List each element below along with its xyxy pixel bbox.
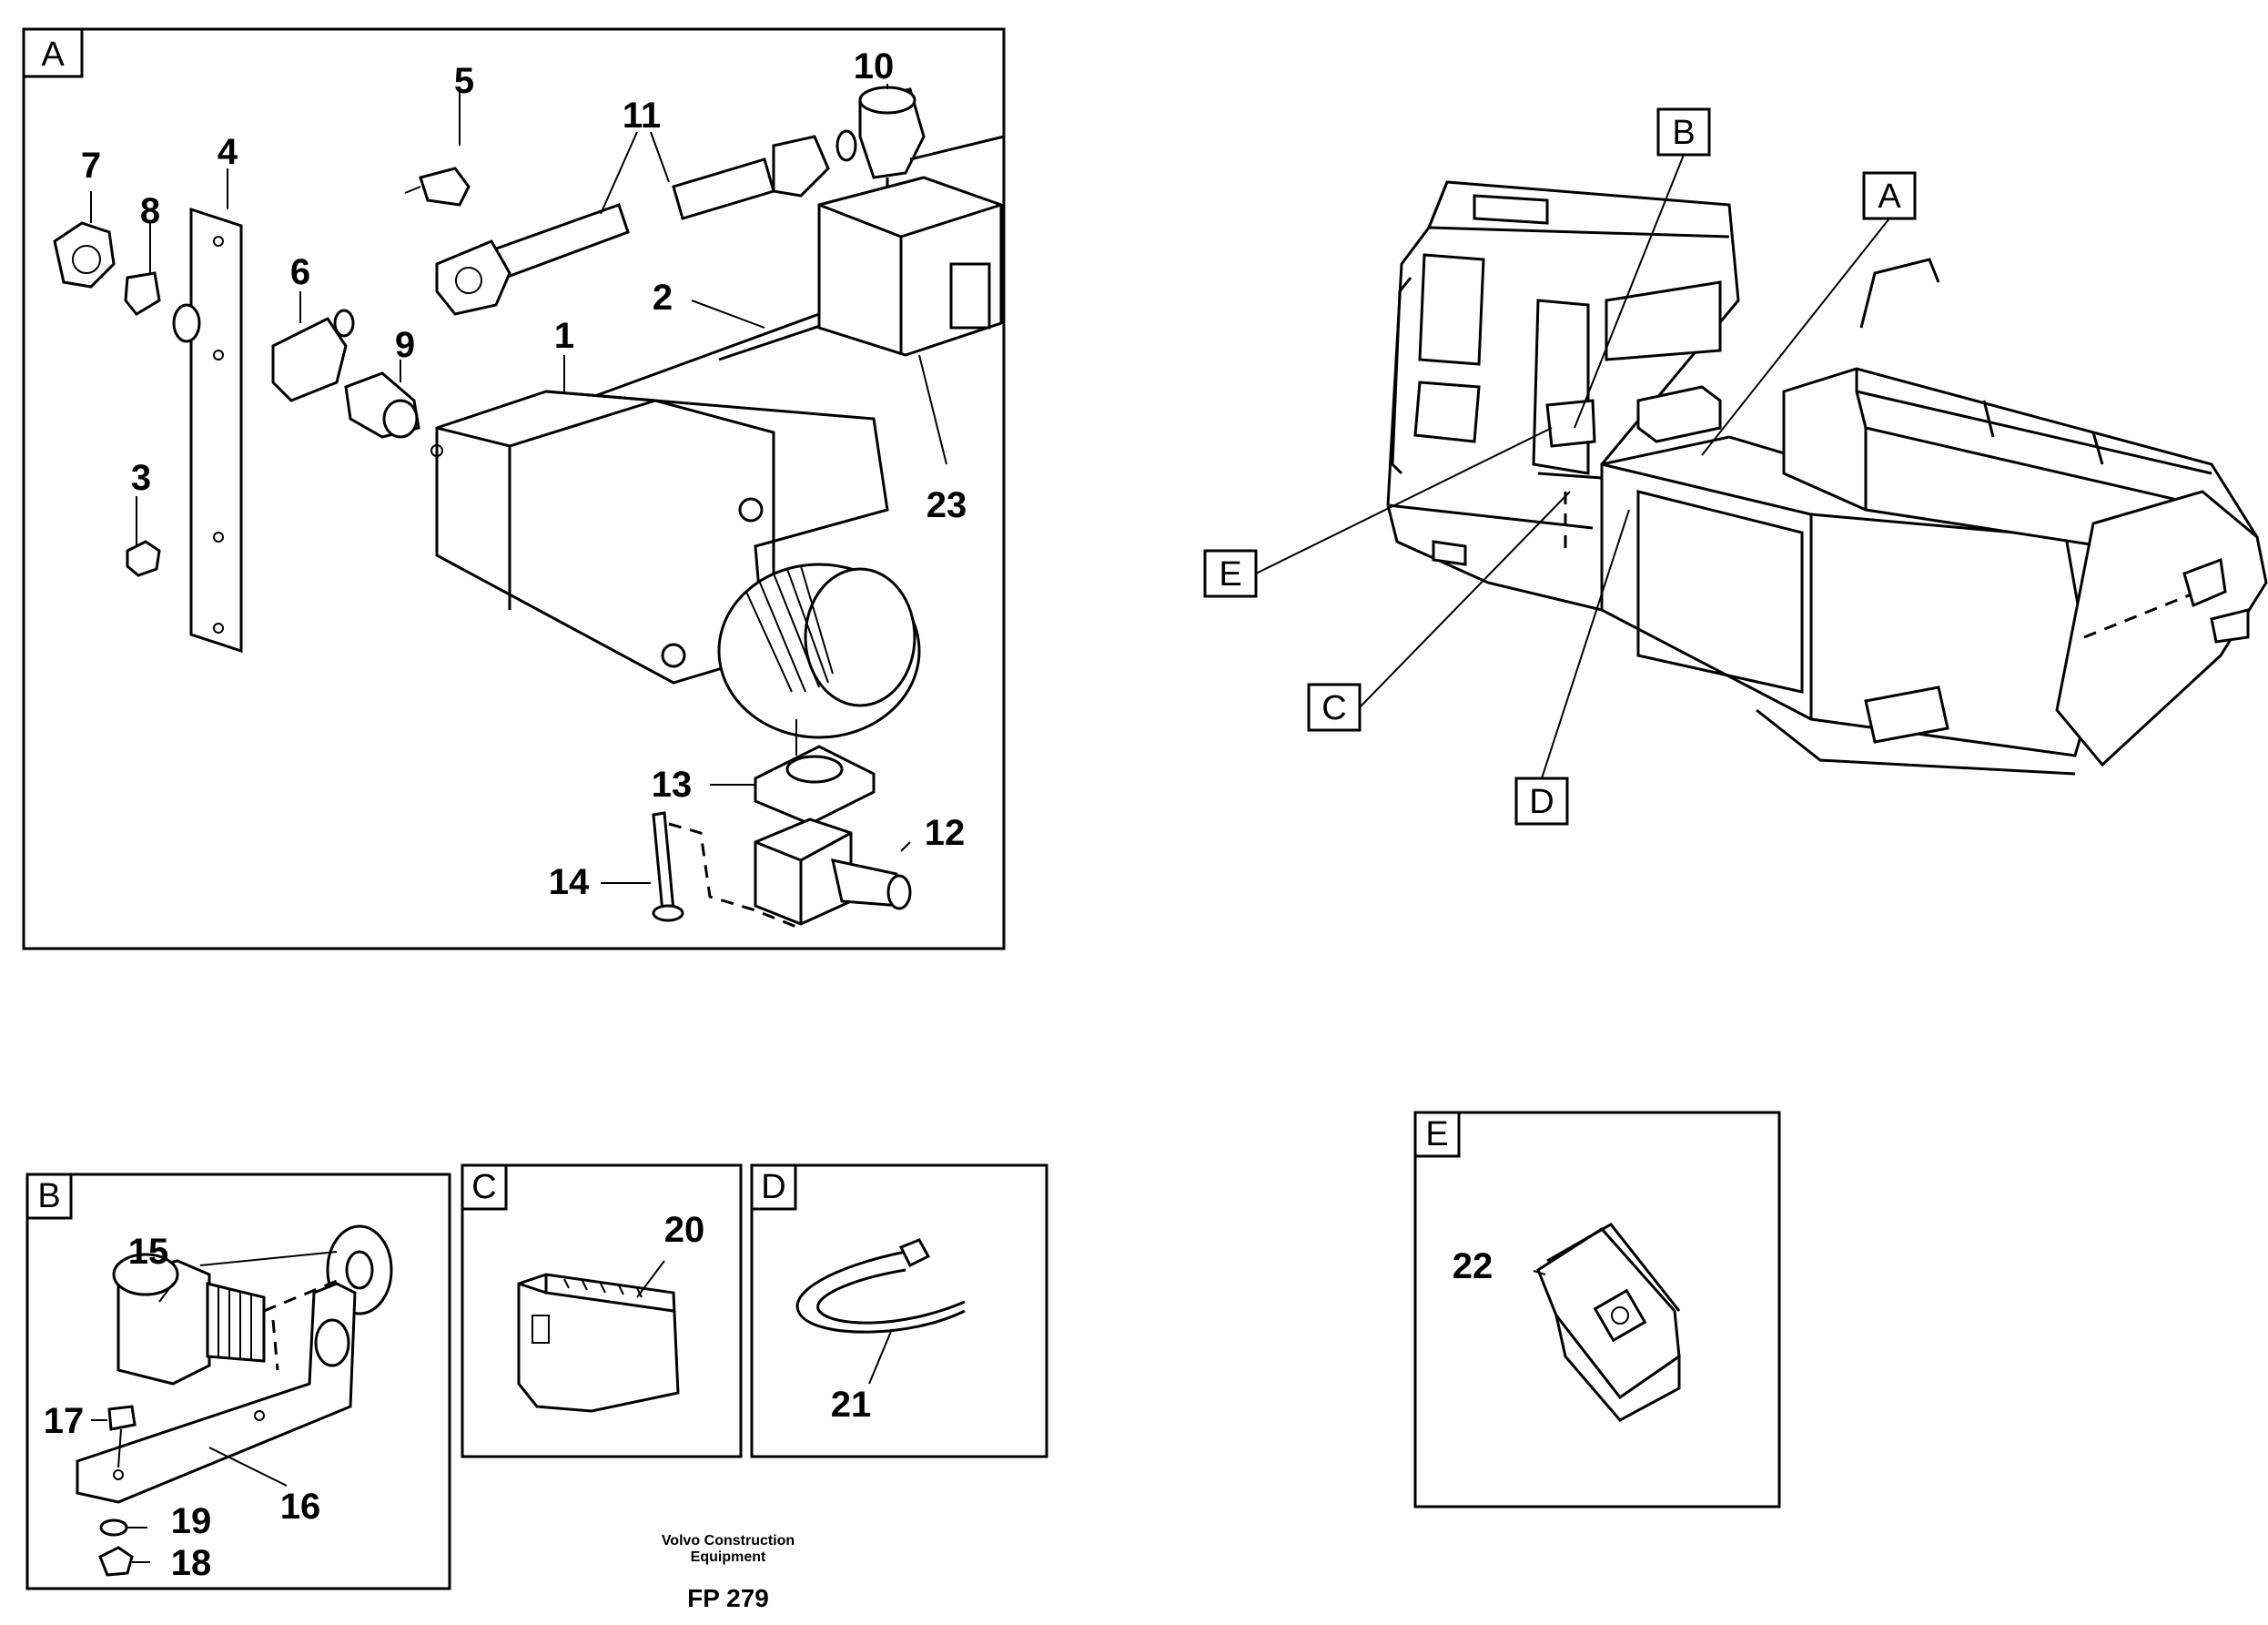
panel-e-tag-box: [1413, 1111, 1461, 1158]
panel-e: E: [1413, 1111, 1781, 1508]
machine-overview: B A E C D: [1203, 107, 2268, 826]
company-line-1: Volvo Construction: [661, 1533, 795, 1549]
bolt-14: [652, 811, 675, 914]
panel-a-tag: A: [41, 36, 65, 74]
panel-b-tag-box: [25, 1173, 73, 1220]
nut-3: [126, 540, 161, 577]
part-label-2: 2: [653, 278, 673, 318]
hose-11-lower: [489, 203, 630, 279]
callout-d: D: [1529, 783, 1554, 821]
part-label-12: 12: [925, 813, 966, 853]
part-label-19: 19: [171, 1501, 212, 1541]
part-label-7: 7: [81, 146, 101, 186]
panel-d-tag-box: [750, 1163, 797, 1211]
panel-d-tag: D: [761, 1168, 785, 1206]
part-label-20: 20: [664, 1210, 705, 1250]
relay-20: [517, 1273, 680, 1413]
part-label-23: 23: [926, 485, 967, 525]
fitting-6: [271, 317, 348, 402]
part-label-15: 15: [128, 1232, 169, 1272]
panel-c: C: [461, 1163, 743, 1458]
screw-17: [107, 1405, 137, 1431]
part-label-18: 18: [171, 1543, 212, 1583]
callout-b: B: [1672, 114, 1695, 152]
screw-5: [419, 167, 471, 207]
panel-a: A: [22, 27, 1006, 950]
company-line-2: Equipment: [690, 1549, 766, 1565]
part-label-6: 6: [290, 252, 310, 292]
part-label-1: 1: [554, 316, 574, 356]
callout-c: C: [1321, 689, 1346, 727]
part-label-8: 8: [140, 191, 160, 231]
washer-19: [99, 1518, 128, 1537]
part-label-21: 21: [831, 1385, 872, 1425]
part-label-17: 17: [44, 1401, 85, 1441]
part-label-16: 16: [280, 1487, 321, 1527]
hose-11-upper: [672, 157, 775, 220]
panel-c-tag: C: [471, 1168, 496, 1206]
panel-b-tag: B: [37, 1177, 60, 1215]
panel-d: D: [750, 1163, 1048, 1458]
part-label-10: 10: [854, 46, 895, 86]
figure-id: FP 279: [687, 1584, 769, 1612]
nut-18: [98, 1546, 134, 1577]
part-label-14: 14: [549, 862, 590, 902]
callout-a: A: [1878, 178, 1901, 216]
part-label-22: 22: [1453, 1246, 1493, 1286]
mounting-plate: [189, 207, 243, 654]
part-label-11: 11: [623, 96, 661, 136]
callout-e: E: [1219, 555, 1241, 594]
spacer-13: [754, 745, 876, 826]
hose-nut: [435, 239, 511, 316]
part-label-5: 5: [454, 61, 474, 101]
cable-tie-21: [795, 1250, 966, 1334]
panel-b: B: [25, 1173, 451, 1590]
panel-a-tag-box: [22, 27, 84, 78]
nipple-8: [124, 271, 161, 316]
panel-c-tag-box: [461, 1163, 508, 1211]
part-label-3: 3: [131, 458, 151, 498]
part-label-13: 13: [652, 765, 693, 805]
company-caption: Volvo Construction Equipment: [582, 1533, 874, 1566]
nut-7: [53, 221, 116, 289]
part-label-9: 9: [395, 325, 415, 365]
panel-e-tag: E: [1425, 1115, 1448, 1153]
bracket-16: [76, 1282, 357, 1504]
part-label-4: 4: [218, 132, 238, 172]
hose-fitting: [772, 135, 830, 198]
